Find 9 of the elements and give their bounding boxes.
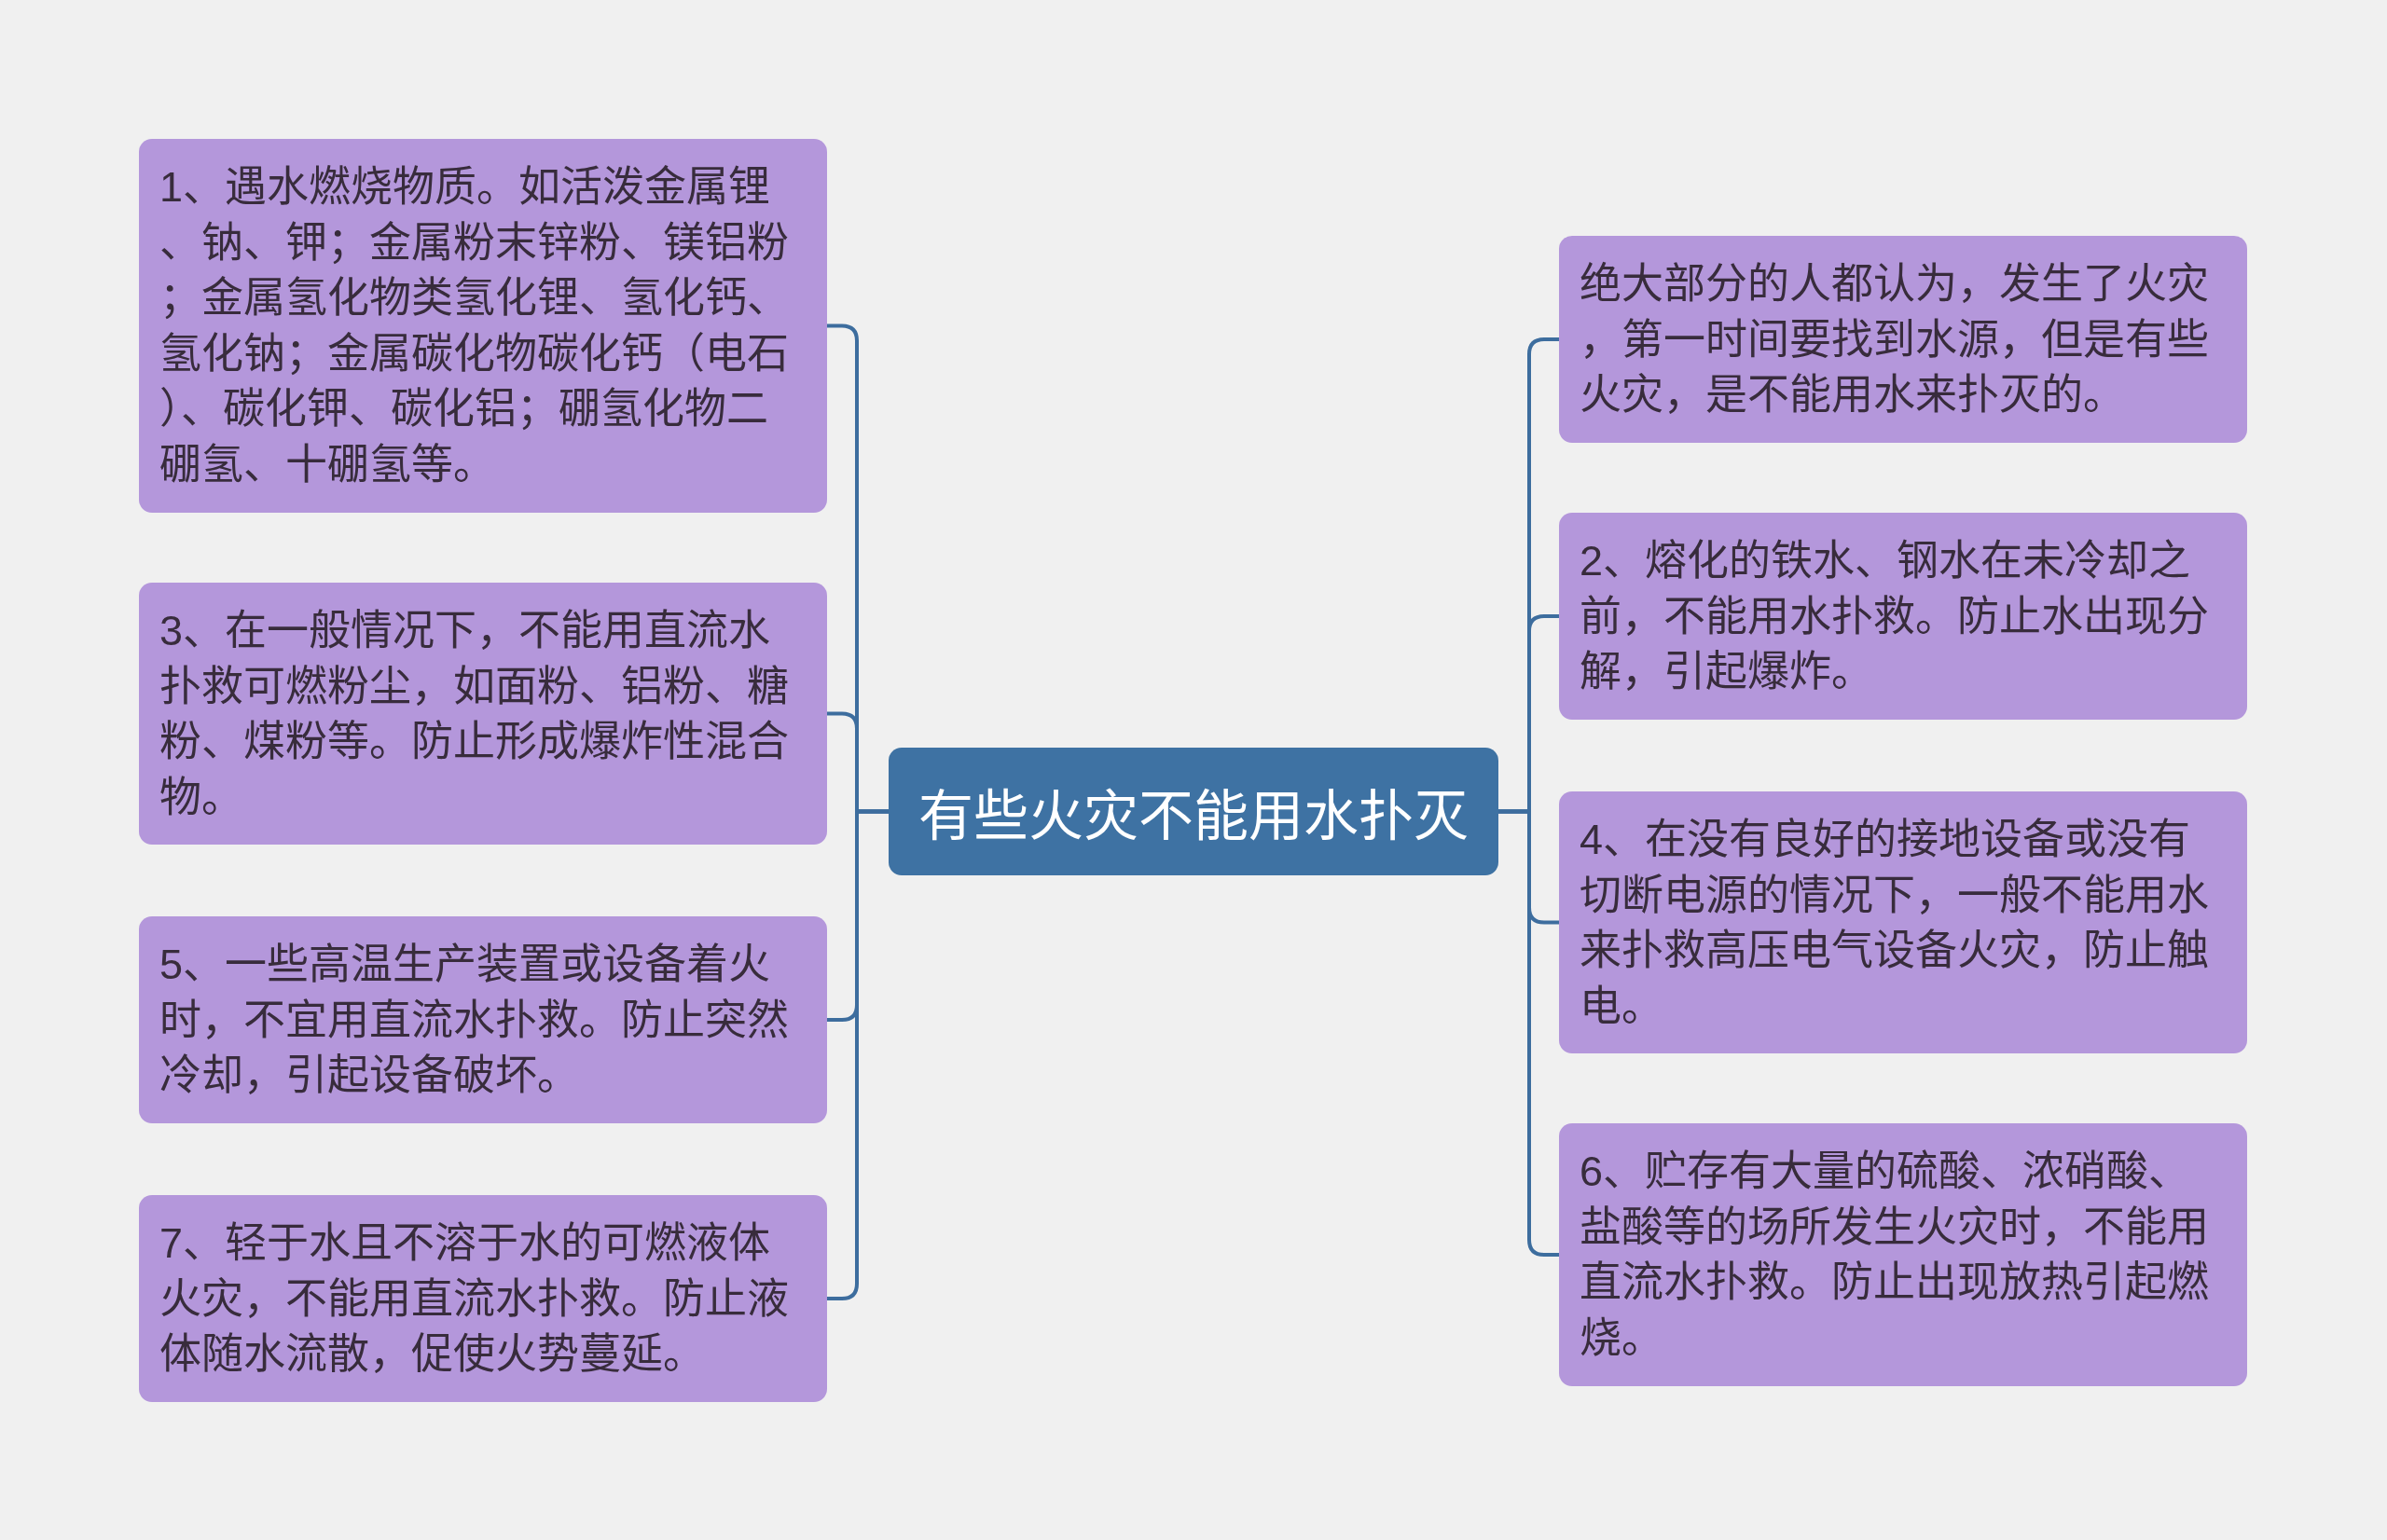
topic-box: 6、贮存有大量的硫酸、浓硝酸、盐酸等的场所发生火灾时，不能用直流水扑救。防止出现放热引起燃烧。	[1559, 1123, 2247, 1386]
topic-box: 7、轻于水且不溶于水的可燃液体火灾，不能用直流水扑救。防止液体随水流散，促使火势蔓延。	[139, 1195, 827, 1402]
topic-box: 5、一些高温生产装置或设备着火时，不宜用直流水扑救。防止突然冷却，引起设备破坏。	[139, 916, 827, 1123]
topic-box: 3、在一般情况下，不能用直流水扑救可燃粉尘，如面粉、铝粉、糖粉、煤粉等。防止形成爆炸性混合物。	[139, 583, 827, 845]
topic-box: 1、遇水燃烧物质。如活泼金属锂、钠、钾；金属粉末锌粉、镁铝粉；金属氢化物类氢化锂、氢化钙、氢化钠；金属碳化物碳化钙（电石）、碳化钾、碳化铝；硼氢化物二硼氢、十硼氢等。	[139, 139, 827, 513]
topic-box: 4、在没有良好的接地设备或没有切断电源的情况下，一般不能用水来扑救高压电气设备火灾，防止触电。	[1559, 791, 2247, 1053]
topic-box: 2、熔化的铁水、钢水在未冷却之前，不能用水扑救。防止水出现分解，引起爆炸。	[1559, 513, 2247, 720]
topic-box: 绝大部分的人都认为，发生了火灾，第一时间要找到水源，但是有些火灾，是不能用水来扑灭的。	[1559, 236, 2247, 443]
central-topic: 有些火灾不能用水扑灭	[889, 748, 1498, 875]
